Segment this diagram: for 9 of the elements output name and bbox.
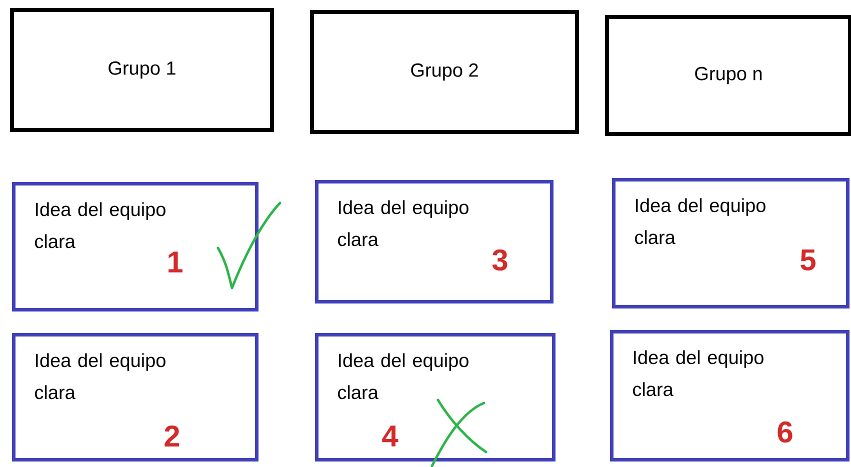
idea-box: Idea del equipo clara 1 (12, 182, 258, 312)
idea-box: Idea del equipo clara 2 (12, 333, 258, 462)
idea-box: Idea del equipo clara 5 (612, 178, 850, 308)
idea-box: Idea del equipo clara 3 (315, 180, 554, 304)
group-box: Grupo 1 (10, 8, 274, 132)
group-box: Grupo 2 (310, 10, 579, 134)
idea-box: Idea del equipo clara 4 (315, 333, 556, 462)
group-box: Grupo n (605, 15, 851, 136)
idea-box: Idea del equipo clara 6 (610, 330, 850, 462)
